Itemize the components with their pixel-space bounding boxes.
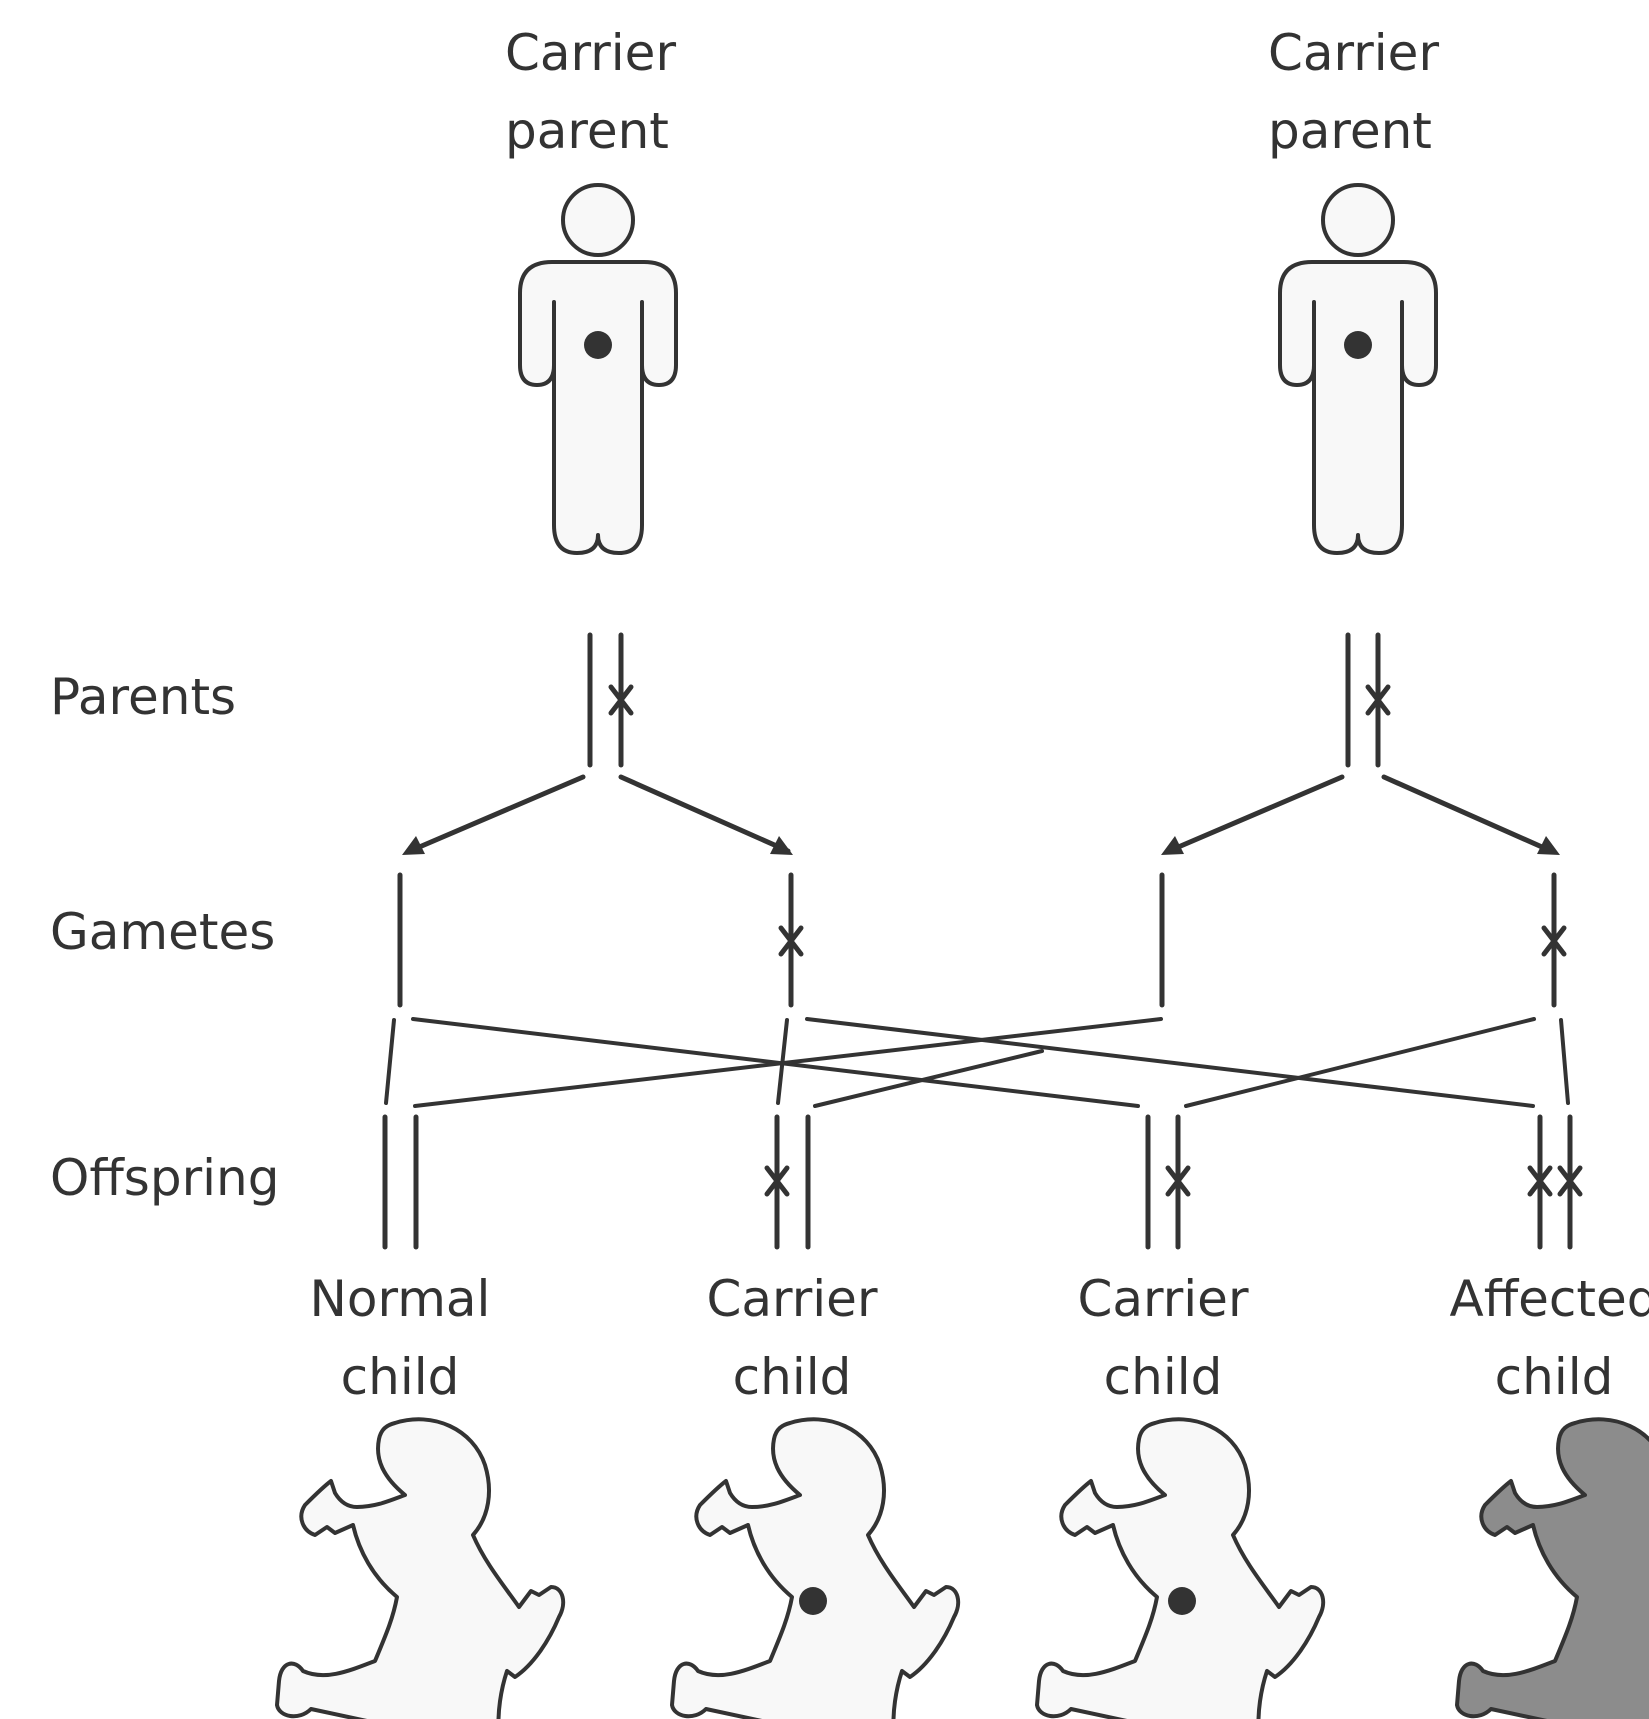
- fertilization-lines: [386, 1019, 1568, 1106]
- carrier-child-1-dot: [799, 1587, 827, 1615]
- row-label-parents: Parents: [50, 658, 236, 736]
- child-4-label-line1: Affected: [1404, 1260, 1649, 1338]
- meiosis-arrows: [410, 777, 1551, 851]
- affected-child-figure: [1457, 1419, 1649, 1719]
- parent-2-label: Carrier parent: [1268, 14, 1439, 170]
- carrier-child-2-figure: [1037, 1419, 1323, 1719]
- child-2-label: Carrier child: [642, 1260, 942, 1416]
- child-3-label-line1: Carrier: [1013, 1260, 1313, 1338]
- carrier-parent-2-dot: [1344, 331, 1372, 359]
- parent-2-label-line2: parent: [1268, 92, 1439, 170]
- child-3-label: Carrier child: [1013, 1260, 1313, 1416]
- parent-1-chromosomes: [590, 635, 631, 765]
- parent-2-label-line1: Carrier: [1268, 14, 1439, 92]
- row-label-offspring: Offspring: [50, 1139, 279, 1217]
- child-4-label-line2: child: [1404, 1338, 1649, 1416]
- child-1-label-line2: child: [250, 1338, 550, 1416]
- parent-1-label-line1: Carrier: [505, 14, 676, 92]
- parent-1-label-line2: parent: [505, 92, 676, 170]
- gametes-chromosomes: [400, 875, 1564, 1005]
- carrier-parent-1-dot: [584, 331, 612, 359]
- carrier-parent-1-figure: [520, 185, 676, 553]
- child-4-label: Affected child: [1404, 1260, 1649, 1416]
- carrier-child-2-dot: [1168, 1587, 1196, 1615]
- child-3-label-line2: child: [1013, 1338, 1313, 1416]
- parent-1-label: Carrier parent: [505, 14, 676, 170]
- offspring-chromosomes: [385, 1117, 1580, 1247]
- parent-2-chromosomes: [1348, 635, 1388, 765]
- normal-child-figure: [277, 1419, 563, 1719]
- arrow-heads: [402, 836, 1560, 855]
- child-1-label-line1: Normal: [250, 1260, 550, 1338]
- row-label-gametes: Gametes: [50, 893, 275, 971]
- carrier-parent-2-figure: [1280, 185, 1436, 553]
- child-2-label-line2: child: [642, 1338, 942, 1416]
- child-1-label: Normal child: [250, 1260, 550, 1416]
- child-2-label-line1: Carrier: [642, 1260, 942, 1338]
- carrier-child-1-figure: [672, 1419, 958, 1719]
